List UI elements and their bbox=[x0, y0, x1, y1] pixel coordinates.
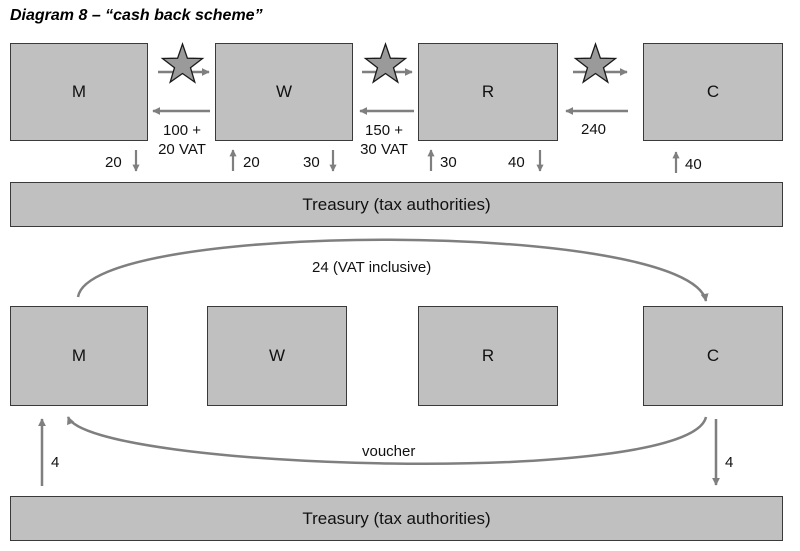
flow-label-w-to-m: 100 + 20 VAT bbox=[150, 121, 214, 159]
star-icon bbox=[363, 42, 408, 84]
box-m-top: M bbox=[10, 43, 148, 141]
box-m-bottom: M bbox=[10, 306, 148, 406]
tax-label-w-in: 20 bbox=[243, 154, 260, 171]
tax-label-r-in: 30 bbox=[440, 154, 457, 171]
flow-label-r-to-w-line2: 30 VAT bbox=[360, 141, 408, 158]
treasury-top: Treasury (tax authorities) bbox=[10, 182, 783, 227]
box-r-bottom: R bbox=[418, 306, 558, 406]
box-w-top: W bbox=[215, 43, 353, 141]
arc-bottom-label: voucher bbox=[362, 443, 416, 460]
star-icon bbox=[573, 42, 618, 84]
flow-label-r-to-w: 150 + 30 VAT bbox=[352, 121, 416, 159]
tax-label-c-in: 40 bbox=[685, 156, 702, 173]
tax-label-c-out-bottom: 4 bbox=[725, 454, 734, 471]
flow-label-c-to-r: 240 bbox=[581, 121, 607, 138]
box-c-bottom: C bbox=[643, 306, 783, 406]
box-r-top: R bbox=[418, 43, 558, 141]
star-icon bbox=[160, 42, 205, 84]
treasury-bottom: Treasury (tax authorities) bbox=[10, 496, 783, 541]
tax-label-w-out: 30 bbox=[303, 154, 320, 171]
tax-label-m-in-bottom: 4 bbox=[51, 454, 60, 471]
tax-label-r-out: 40 bbox=[508, 154, 525, 171]
box-w-bottom: W bbox=[207, 306, 347, 406]
flow-label-r-to-w-line1: 150 + bbox=[365, 122, 403, 139]
box-c-top: C bbox=[643, 43, 783, 141]
flow-label-w-to-m-line1: 100 + bbox=[163, 122, 201, 139]
arc-top-label: 24 (VAT inclusive) bbox=[312, 259, 432, 276]
flow-label-w-to-m-line2: 20 VAT bbox=[158, 141, 206, 158]
diagram-title: Diagram 8 – “cash back scheme” bbox=[10, 7, 263, 24]
tax-label-m-out: 20 bbox=[105, 154, 122, 171]
